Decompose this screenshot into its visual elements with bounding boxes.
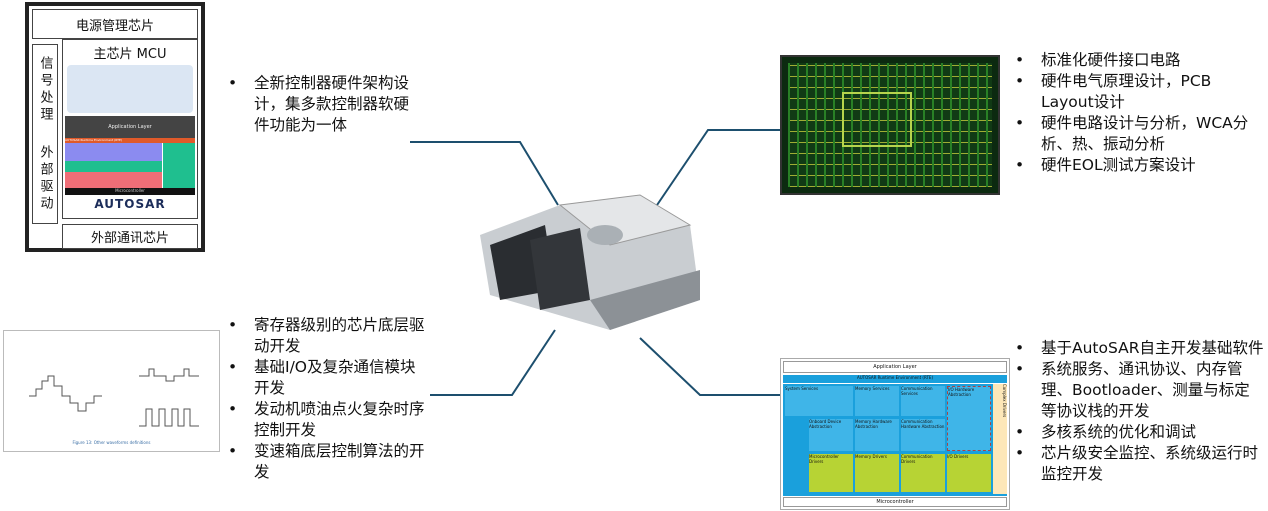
communication-drivers: Communication Drivers <box>901 454 945 492</box>
waveform-figure: Figure 13: Other waveforms definitions <box>3 330 220 452</box>
mcu-box: 主芯片 MCU Application Layer AUTOSAR Runtim… <box>62 39 198 219</box>
microcontroller-drivers: Microcontroller Drivers <box>809 454 853 492</box>
external-drive-label: 外部驱动 <box>37 144 53 213</box>
top-right-bullets: 标准化硬件接口电路 硬件电气原理设计，PCB Layout设计 硬件电路设计与分… <box>1015 50 1265 176</box>
side-labels: 信号处理 外部驱动 <box>32 44 58 224</box>
power-chip-box: 电源管理芯片 <box>32 9 198 39</box>
signal-processing-label: 信号处理 <box>37 55 53 124</box>
signal-flow-diagram <box>67 65 193 113</box>
communication-services: Communication Services <box>901 386 945 416</box>
bullet-item: 变速箱底层控制算法的开发 <box>228 441 428 483</box>
application-layer: Application Layer <box>783 361 1007 373</box>
memory-services: Memory Services <box>855 386 899 416</box>
bullet-item: 芯片级安全监控、系统级运行时监控开发 <box>1015 443 1265 485</box>
pcb-layout-image <box>780 55 1000 195</box>
bullet-item: 发动机喷油点火复杂时序控制开发 <box>228 399 428 441</box>
io-hw-abstraction: I/O Hardware Abstraction <box>947 386 991 451</box>
bullet-item: 硬件电气原理设计，PCB Layout设计 <box>1015 71 1265 113</box>
rte-layer: AUTOSAR Runtime Environment (RTE) <box>783 375 1007 383</box>
bullet-item: 全新控制器硬件架构设计，集多款控制器软硬件功能为一体 <box>228 73 413 136</box>
waveform-plots <box>29 368 199 427</box>
communication-hw-abstraction: Communication Hardware Abstraction <box>901 419 945 451</box>
bullet-item: 硬件EOL测试方案设计 <box>1015 155 1265 176</box>
autosar-logo: AUTOSAR <box>94 197 166 211</box>
ecu-image <box>480 194 700 330</box>
bullet-item: 基础I/O及复杂通信模块开发 <box>228 357 428 399</box>
bullet-item: 硬件电路设计与分析，WCA分析、热、振动分析 <box>1015 113 1265 155</box>
bottom-left-bullets: 寄存器级别的芯片底层驱动开发 基础I/O及复杂通信模块开发 发动机喷油点火复杂时… <box>228 315 428 483</box>
bullet-item: 多核系统的优化和调试 <box>1015 422 1265 443</box>
hardware-architecture-diagram: 电源管理芯片 信号处理 外部驱动 主芯片 MCU Application Lay… <box>25 2 205 252</box>
bullet-item: 基于AutoSAR自主开发基础软件 <box>1015 338 1265 359</box>
bottom-right-bullets: 基于AutoSAR自主开发基础软件 系统服务、通讯协议、内存管理、Bootloa… <box>1015 338 1265 485</box>
io-drivers: I/O Drivers <box>947 454 991 492</box>
microcontroller-layer: Microcontroller <box>783 497 1007 507</box>
bullet-item: 系统服务、通讯协议、内存管理、Bootloader、测量与标定等协议栈的开发 <box>1015 359 1265 422</box>
top-left-bullets: 全新控制器硬件架构设计，集多款控制器软硬件功能为一体 <box>228 73 413 136</box>
mcu-title: 主芯片 MCU <box>93 47 167 62</box>
figure-caption: Figure 13: Other waveforms definitions <box>72 440 151 445</box>
bullet-item: 寄存器级别的芯片底层驱动开发 <box>228 315 428 357</box>
onboard-device-abstraction: Onboard Device Abstraction <box>809 419 853 451</box>
memory-hw-abstraction: Memory Hardware Abstraction <box>855 419 899 451</box>
complex-drivers: Complex Drivers <box>993 384 1007 494</box>
microcontroller-block: Microcontroller <box>65 188 195 195</box>
system-services: System Services <box>785 386 853 416</box>
app-layer-block: Application Layer <box>65 116 195 138</box>
rte-block: AUTOSAR Runtime Environment (RTE) <box>65 138 195 143</box>
complex-drivers-block <box>162 143 195 188</box>
external-comm-chip-box: 外部通讯芯片 <box>62 224 198 249</box>
memory-drivers: Memory Drivers <box>855 454 899 492</box>
bsw-blocks <box>65 143 162 188</box>
autosar-architecture-image: Application Layer AUTOSAR Runtime Enviro… <box>780 358 1010 510</box>
bullet-item: 标准化硬件接口电路 <box>1015 50 1265 71</box>
